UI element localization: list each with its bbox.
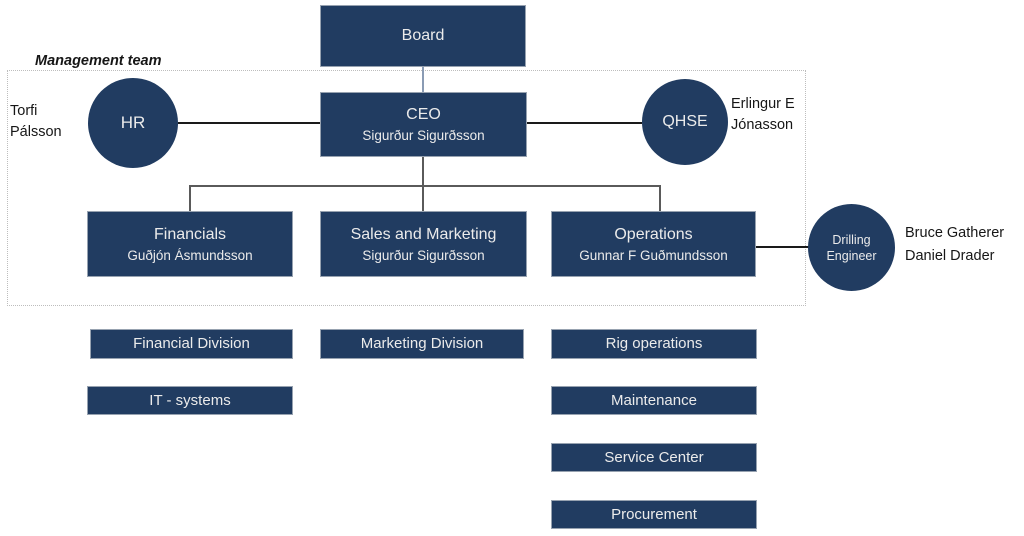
drilling-people-label: Bruce Gatherer Daniel Drader: [905, 225, 1005, 264]
node-financials-title: Financials: [153, 225, 227, 243]
hr-person-label: Torfi Pálsson: [10, 103, 62, 140]
node-ceo-subtitle: Sigurður Sigurðsson: [362, 128, 485, 143]
connector-ceo-stem: [422, 157, 424, 186]
node-ceo-title: CEO: [406, 106, 441, 123]
connector-tree-horizontal: [189, 185, 660, 187]
node-it-systems: IT - systems: [87, 386, 293, 415]
node-sales-marketing-title: Sales and Marketing: [350, 225, 497, 243]
node-procurement: Procurement: [551, 500, 757, 529]
management-team-frame: [7, 70, 806, 306]
node-ceo: CEO Sigurður Sigurðsson: [320, 92, 527, 157]
node-hr-title: HR: [120, 113, 146, 132]
qhse-person-label: Erlingur E Jónasson: [731, 96, 795, 133]
node-it-systems-label: IT - systems: [149, 391, 231, 409]
node-procurement-label: Procurement: [611, 505, 697, 523]
connector-ceo-qhse: [527, 122, 642, 124]
connector-drop-operations: [659, 185, 661, 211]
node-rig-operations: Rig operations: [551, 329, 757, 359]
connector-board-ceo: [422, 67, 424, 92]
management-team-label: Management team: [35, 53, 162, 69]
node-drilling-engineer: Drilling Engineer: [808, 204, 895, 291]
node-board: Board: [320, 5, 526, 67]
node-financial-division: Financial Division: [90, 329, 293, 359]
node-operations-title: Operations: [614, 225, 693, 243]
connector-operations-drilling: [756, 246, 809, 248]
node-service-center: Service Center: [551, 443, 757, 472]
node-financials-subtitle: Guðjón Ásmundsson: [127, 247, 253, 263]
node-sales-marketing-subtitle: Sigurður Sigurðsson: [362, 247, 485, 263]
node-operations: Operations Gunnar F Guðmundsson: [551, 211, 756, 277]
node-marketing-division: Marketing Division: [320, 329, 524, 359]
node-marketing-division-label: Marketing Division: [360, 335, 484, 352]
node-rig-operations-label: Rig operations: [605, 335, 703, 352]
node-maintenance-label: Maintenance: [611, 391, 697, 409]
node-qhse: QHSE: [642, 79, 728, 165]
node-hr: HR: [88, 78, 178, 168]
node-maintenance: Maintenance: [551, 386, 757, 415]
node-board-title: Board: [401, 27, 445, 44]
node-financial-division-label: Financial Division: [133, 335, 250, 352]
node-drilling-engineer-title: Drilling Engineer: [826, 232, 877, 263]
connector-drop-financials: [189, 185, 191, 211]
node-operations-subtitle: Gunnar F Guðmundsson: [579, 247, 728, 263]
connector-drop-sales: [422, 185, 424, 211]
node-service-center-label: Service Center: [604, 448, 704, 466]
connector-hr-ceo: [178, 122, 320, 124]
node-sales-marketing: Sales and Marketing Sigurður Sigurðsson: [320, 211, 527, 277]
node-qhse-title: QHSE: [662, 113, 708, 130]
node-financials: Financials Guðjón Ásmundsson: [87, 211, 293, 277]
